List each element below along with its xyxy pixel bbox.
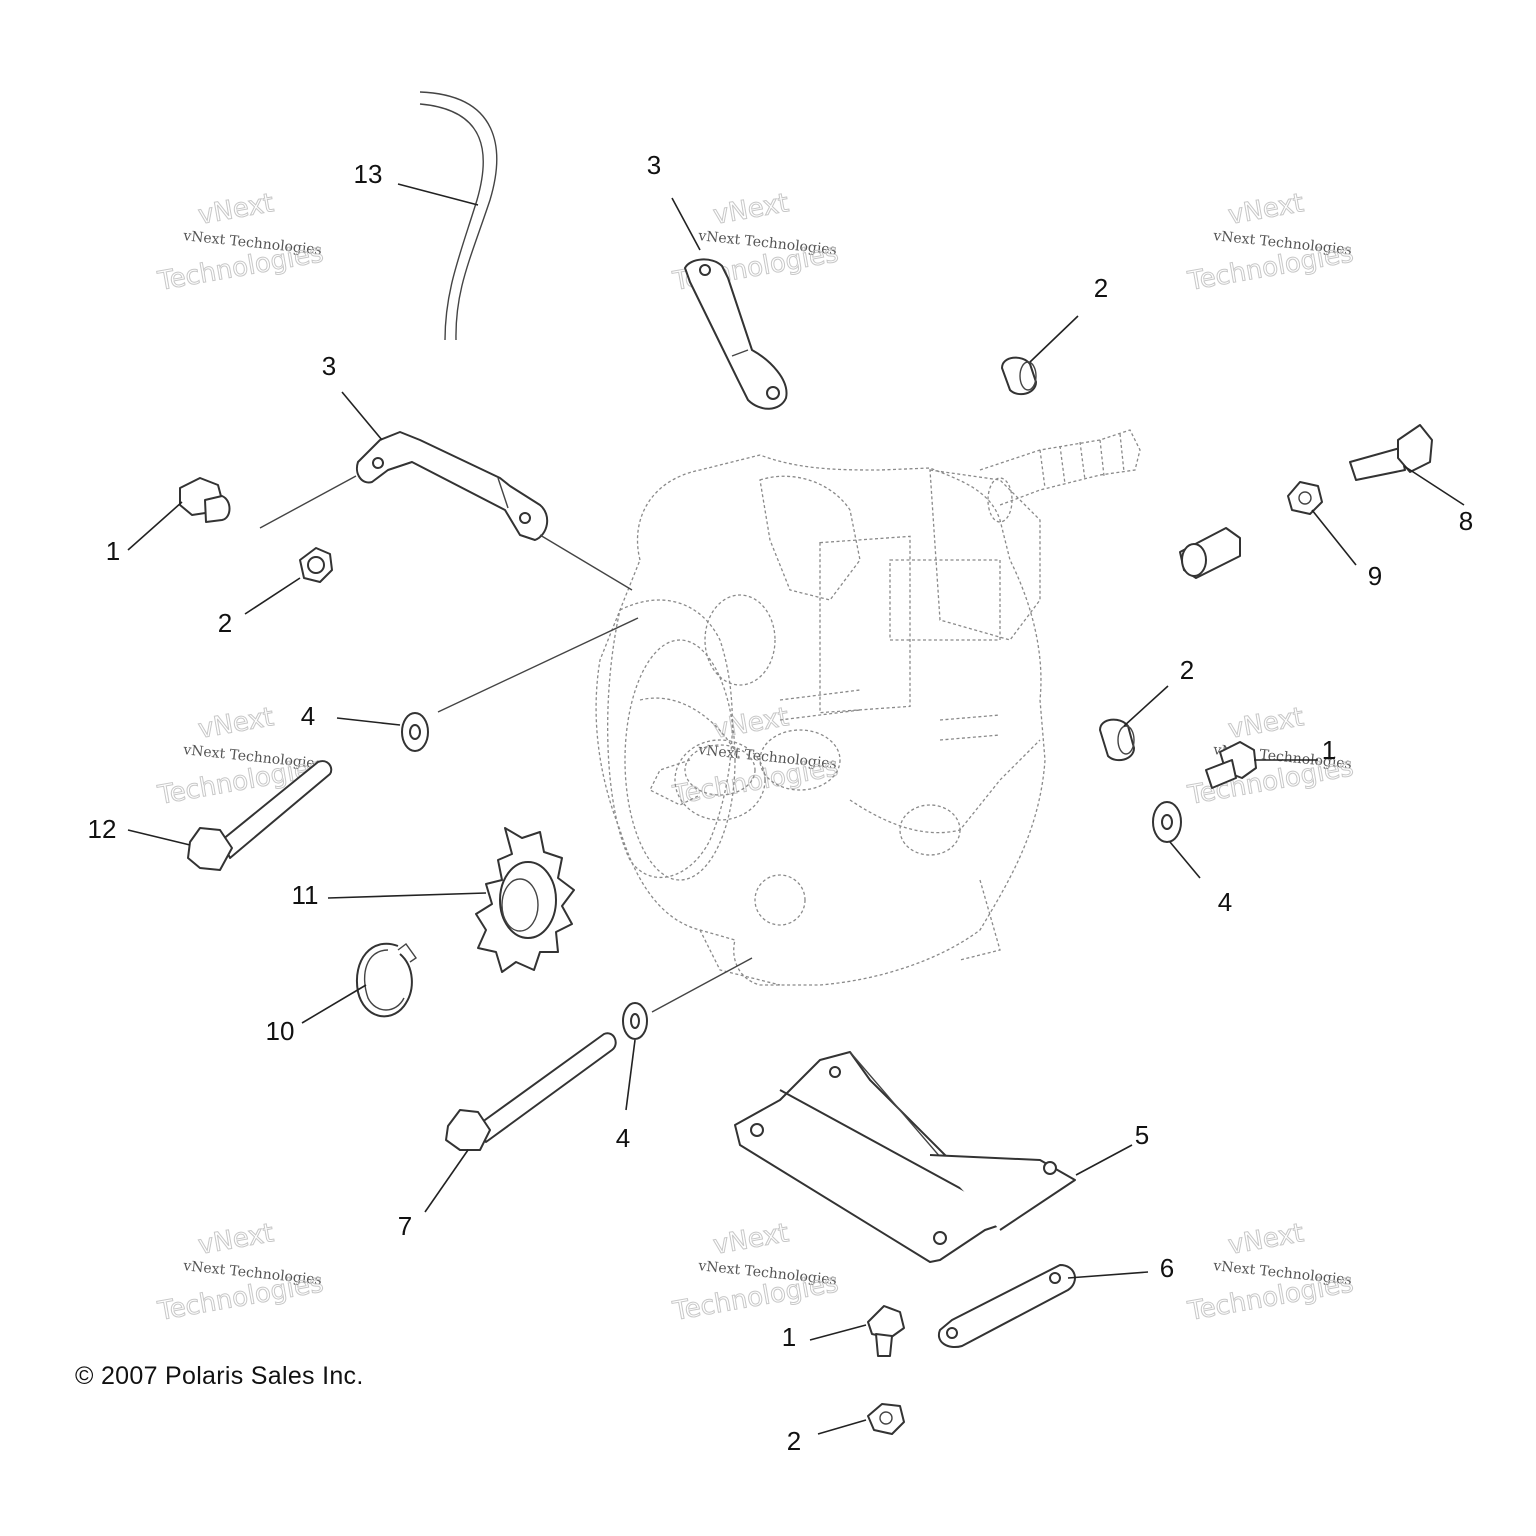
- watermark-bottom-right: vNext vNext Technologies Technologies: [1185, 1218, 1357, 1328]
- watermark-big-top: vNext: [711, 702, 791, 745]
- callout-1-bottom: 1: [782, 1322, 796, 1352]
- flange-nut-2-left: [299, 547, 333, 583]
- callout-4-left: 4: [301, 701, 315, 731]
- callout-4-bottom: 4: [616, 1123, 630, 1153]
- long-bolt-12: [187, 760, 333, 871]
- callout-3-upper: 3: [647, 150, 661, 180]
- watermark-big-top: vNext: [196, 702, 276, 745]
- callout-2-upper: 2: [1094, 273, 1108, 303]
- callout-1-left: 1: [106, 536, 120, 566]
- watermark-bottom-left: vNext vNext Technologies Technologies: [155, 1218, 327, 1328]
- copyright-notice: © 2007 Polaris Sales Inc.: [75, 1362, 364, 1390]
- mount-plate-5: [734, 1051, 1076, 1263]
- flange-bolt-1-left: [179, 477, 231, 523]
- hex-nut-9: [1287, 481, 1323, 515]
- callout-4-right: 4: [1218, 887, 1232, 917]
- watermark-big-top: vNext: [196, 1218, 276, 1261]
- flange-nut-2-upper: [1001, 356, 1037, 396]
- callout-10: 10: [266, 1016, 295, 1046]
- callout-2-bottom: 2: [787, 1426, 801, 1456]
- spacer: [1179, 527, 1241, 579]
- snap-ring-10: [355, 942, 417, 1018]
- callout-6: 6: [1160, 1253, 1174, 1283]
- callout-labels: 13 3 2 3 1 8 2 9 4 2 1 12 4 11 10 4 5 7 …: [88, 150, 1474, 1456]
- flange-bolt-1-right: [1205, 741, 1257, 789]
- watermark-top-left: vNext vNext Technologies Technologies: [155, 188, 327, 298]
- callout-1-right: 1: [1322, 735, 1336, 765]
- watermark-big-top: vNext: [711, 1218, 791, 1261]
- washer-4-right: [1152, 801, 1182, 843]
- flange-nut-2-bottom: [867, 1403, 905, 1435]
- flange-nut-2-right: [1099, 718, 1135, 762]
- callout-8: 8: [1459, 506, 1473, 536]
- bracket-3-upper: [684, 258, 788, 410]
- washer-4-left: [401, 712, 429, 752]
- callout-2-right: 2: [1180, 655, 1194, 685]
- callout-7: 7: [398, 1211, 412, 1241]
- callout-12: 12: [88, 814, 117, 844]
- callout-13: 13: [354, 159, 383, 189]
- leader-lines: [127, 183, 1465, 1435]
- callout-3-left: 3: [322, 351, 336, 381]
- flange-bolt-1-bottom: [867, 1305, 905, 1357]
- callout-2-left: 2: [218, 608, 232, 638]
- callout-9: 9: [1368, 561, 1382, 591]
- callout-11: 11: [292, 880, 319, 910]
- strap-6: [937, 1264, 1076, 1348]
- sprocket-11: [475, 827, 575, 973]
- long-bolt-7: [445, 1032, 617, 1151]
- hex-bolt-8: [1349, 424, 1433, 481]
- watermark-big-top: vNext: [711, 188, 791, 231]
- watermark-mid-center: vNext vNext Technologies Technologies: [670, 702, 842, 812]
- transmission-housing: [595, 429, 1141, 986]
- callout-5: 5: [1135, 1120, 1149, 1150]
- washer-4-bottom: [622, 1002, 648, 1040]
- watermark-bottom-center: vNext vNext Technologies Technologies: [670, 1218, 842, 1328]
- bracket-3-left: [356, 431, 549, 541]
- cable-13: [419, 91, 498, 341]
- watermark-big-top: vNext: [196, 188, 276, 231]
- watermark-big-top: vNext: [1226, 702, 1306, 745]
- watermark-big-top: vNext: [1226, 188, 1306, 231]
- watermark-big-top: vNext: [1226, 1218, 1306, 1261]
- watermark-top-right: vNext vNext Technologies Technologies: [1185, 188, 1357, 298]
